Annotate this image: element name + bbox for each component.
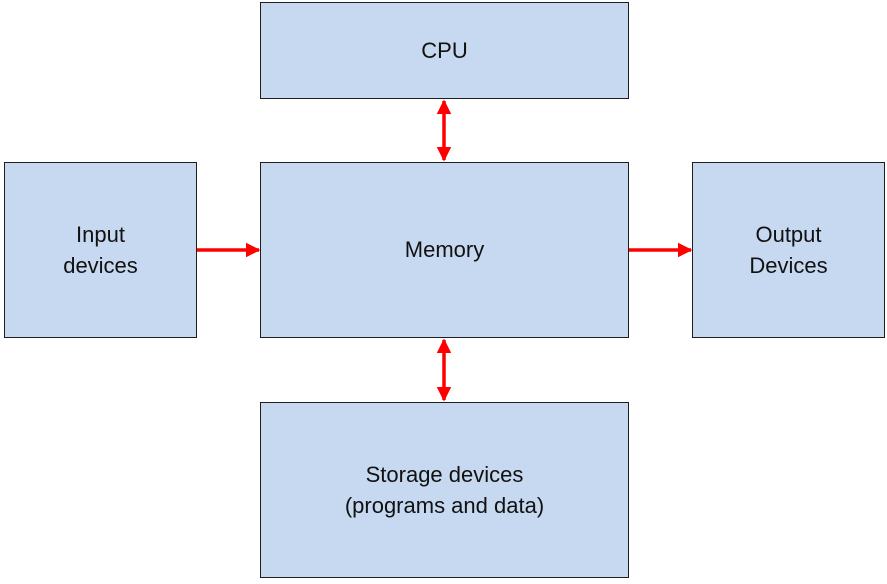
storage-devices-box: Storage devices (programs and data) — [260, 402, 629, 578]
memory-label-line: Memory — [404, 237, 485, 263]
memory-label: Memory — [405, 234, 484, 265]
memory-box: Memory — [260, 162, 629, 338]
output-devices-box: Output Devices — [692, 162, 885, 338]
output-devices-label-line-1: Output — [755, 221, 822, 247]
input-devices-label: Input devices — [63, 219, 138, 281]
input-devices-box: Input devices — [4, 162, 197, 338]
cpu-label-line: CPU — [421, 37, 468, 63]
input-devices-label-line-2: devices — [63, 253, 138, 278]
storage-devices-label-line-1: Storage devices — [365, 461, 524, 487]
input-devices-label-line-1: Input — [76, 221, 125, 247]
cpu-box: CPU — [260, 2, 629, 99]
storage-devices-label: Storage devices (programs and data) — [345, 459, 544, 521]
storage-devices-label-line-2: (programs and data) — [344, 493, 545, 518]
cpu-label: CPU — [421, 35, 467, 66]
output-devices-label: Output Devices — [749, 219, 827, 281]
output-devices-label-line-2: Devices — [749, 253, 828, 278]
